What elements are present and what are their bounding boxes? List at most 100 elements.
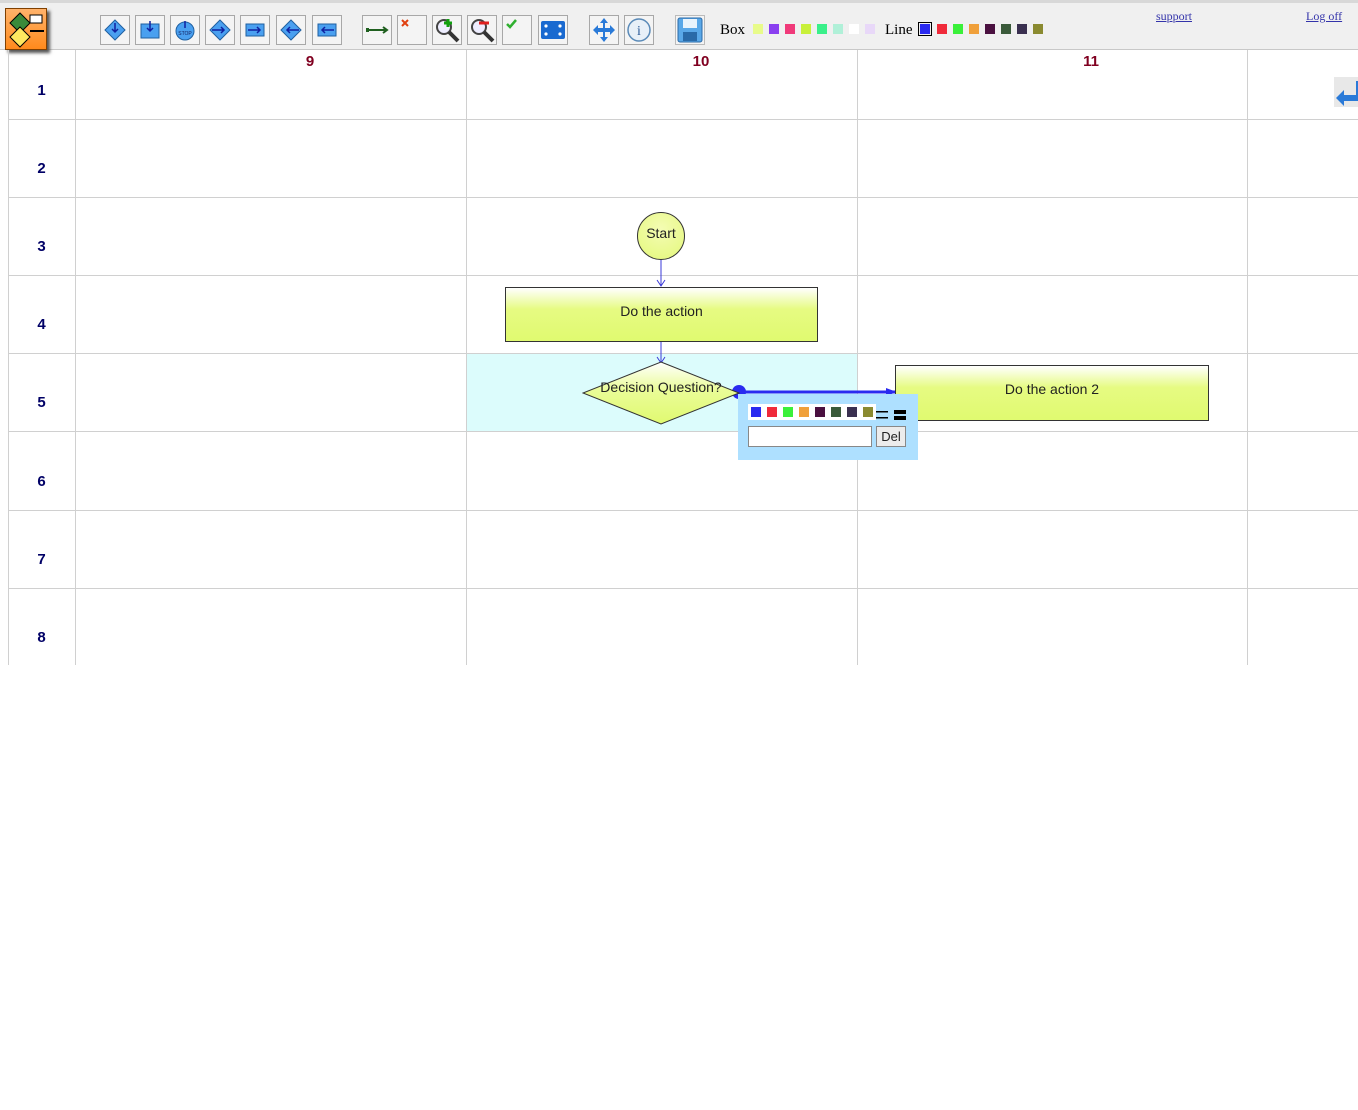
connect-line-button[interactable]: [362, 15, 392, 45]
move-arrows-icon: [593, 18, 615, 42]
decision-left-icon: [280, 19, 302, 41]
line-color-swatch[interactable]: [1001, 24, 1011, 34]
add-decision-right-button[interactable]: [205, 15, 235, 45]
add-box-down-button[interactable]: [135, 15, 165, 45]
line-color-swatch[interactable]: [1033, 24, 1043, 34]
line-color-option[interactable]: [863, 407, 873, 417]
box-down-icon: [140, 21, 160, 39]
decision-node-label: Decision Question?: [600, 379, 722, 395]
svg-text:STOP: STOP: [178, 31, 192, 37]
support-link[interactable]: support: [1156, 9, 1192, 23]
move-button[interactable]: [589, 15, 619, 45]
connector-layer: [656, 260, 897, 399]
grid-line: [8, 353, 1358, 354]
zoom-in-button[interactable]: [432, 15, 462, 45]
validate-button[interactable]: [502, 15, 532, 45]
line-color-swatch[interactable]: [969, 24, 979, 34]
line-color-swatch[interactable]: [937, 24, 947, 34]
line-label-input[interactable]: [748, 426, 872, 447]
line-color-swatch[interactable]: [953, 24, 963, 34]
return-arrow-icon: [1336, 81, 1358, 106]
line-color-option[interactable]: [847, 407, 857, 417]
scroll-right-button[interactable]: [1334, 77, 1358, 107]
start-node-label: Start: [646, 225, 676, 241]
add-stop-button[interactable]: STOP: [170, 15, 200, 45]
grid-line: [8, 119, 1358, 120]
grid-line: [1247, 50, 1248, 665]
connector-arrow[interactable]: [656, 342, 666, 364]
line-color-option[interactable]: [783, 407, 793, 417]
decision-down-icon: [104, 19, 126, 41]
thin-line-option[interactable]: [876, 408, 888, 422]
row-header: 6: [37, 473, 46, 490]
decision-right-icon: [209, 19, 231, 41]
grid-line: [75, 50, 76, 665]
delete-icon: [401, 19, 409, 27]
box-color-swatch[interactable]: [849, 24, 859, 34]
box-right-icon: [245, 23, 265, 37]
save-floppy-icon: [677, 17, 703, 43]
grid-line: [8, 275, 1358, 276]
add-box-left-button[interactable]: [312, 15, 342, 45]
decision-node[interactable]: Decision Question?: [582, 361, 740, 425]
delete-line-button[interactable]: Del: [876, 426, 906, 447]
action-box-2[interactable]: Do the action 2: [895, 365, 1209, 421]
checkmark-icon: [506, 19, 517, 29]
box-color-swatch[interactable]: [817, 24, 827, 34]
thin-line-icon: [876, 411, 888, 419]
zoom-in-icon: [436, 19, 460, 43]
box-left-icon: [317, 23, 337, 37]
grid-line: [8, 50, 9, 665]
thick-line-icon: [894, 410, 906, 420]
fit-to-screen-button[interactable]: [538, 15, 568, 45]
info-icon: i: [627, 18, 651, 42]
line-color-swatch[interactable]: [1017, 24, 1027, 34]
line-color-option[interactable]: [799, 407, 809, 417]
add-decision-down-button[interactable]: [100, 15, 130, 45]
row-header: 8: [37, 629, 46, 646]
log-off-link[interactable]: Log off: [1306, 9, 1343, 23]
toolbar: STOP i Box: [0, 0, 1358, 50]
line-color-option[interactable]: [831, 407, 841, 417]
line-color-option[interactable]: [751, 407, 761, 417]
thick-line-option[interactable]: [894, 408, 906, 422]
line-color-option[interactable]: [815, 407, 825, 417]
line-edit-popup: Del: [738, 394, 918, 460]
box-color-label: Box: [720, 22, 746, 38]
zoom-out-icon: [471, 19, 495, 43]
popup-palette-background: [748, 404, 876, 420]
svg-text:i: i: [637, 24, 641, 39]
line-color-swatch[interactable]: [985, 24, 995, 34]
delete-button[interactable]: [397, 15, 427, 45]
box-color-swatch[interactable]: [769, 24, 779, 34]
box-color-swatch[interactable]: [801, 24, 811, 34]
connector-arrow[interactable]: [656, 260, 666, 287]
add-box-right-button[interactable]: [240, 15, 270, 45]
box-color-swatch[interactable]: [753, 24, 763, 34]
column-header: 11: [1083, 53, 1099, 70]
box-color-swatch[interactable]: [785, 24, 795, 34]
grid-line: [8, 588, 1358, 589]
row-header: 4: [37, 316, 46, 333]
action-box[interactable]: Do the action: [505, 287, 818, 342]
row-header: 3: [37, 238, 46, 255]
grid-line: [8, 197, 1358, 198]
grid-line: [8, 431, 1358, 432]
column-header: 10: [692, 53, 710, 70]
save-button[interactable]: [675, 15, 705, 45]
action-box-label: Do the action: [620, 302, 703, 319]
line-color-option[interactable]: [767, 407, 777, 417]
start-node[interactable]: Start: [637, 212, 685, 260]
box-color-swatch[interactable]: [833, 24, 843, 34]
row-header: 2: [37, 160, 46, 177]
box-color-swatch[interactable]: [865, 24, 875, 34]
zoom-out-button[interactable]: [467, 15, 497, 45]
stop-icon: STOP: [175, 21, 195, 41]
flowchart-canvas[interactable]: 9 10 11 1 2 3 4 5 6 7 8 Start Do the act…: [0, 50, 1358, 665]
add-decision-left-button[interactable]: [276, 15, 306, 45]
line-color-swatch[interactable]: [918, 22, 932, 36]
info-button[interactable]: i: [624, 15, 654, 45]
row-header: 5: [37, 394, 46, 411]
app-logo-icon[interactable]: [5, 8, 47, 50]
column-header: 9: [305, 53, 315, 70]
